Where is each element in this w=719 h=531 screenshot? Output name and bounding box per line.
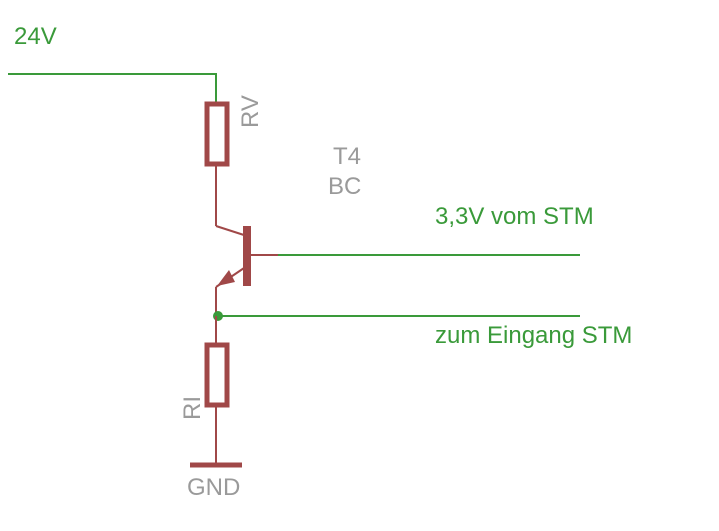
emitter-arrow <box>217 270 235 286</box>
junction-dot <box>213 311 223 321</box>
output-label: zum Eingang STM <box>435 322 632 349</box>
collector-lead <box>215 225 248 237</box>
resistor-rv-body <box>204 101 230 167</box>
transistor-name-label: T4 <box>333 143 361 170</box>
transistor-value-label: BC <box>328 173 361 200</box>
resistor-ri-body <box>204 342 230 408</box>
ground-label: GND <box>187 474 240 501</box>
supply-label: 24V <box>14 23 57 50</box>
supply-wire <box>8 73 217 104</box>
resistor-rv-label: RV <box>237 95 264 128</box>
resistor-ri-label: RI <box>179 396 206 420</box>
input-label: 3,3V vom STM <box>435 203 594 230</box>
